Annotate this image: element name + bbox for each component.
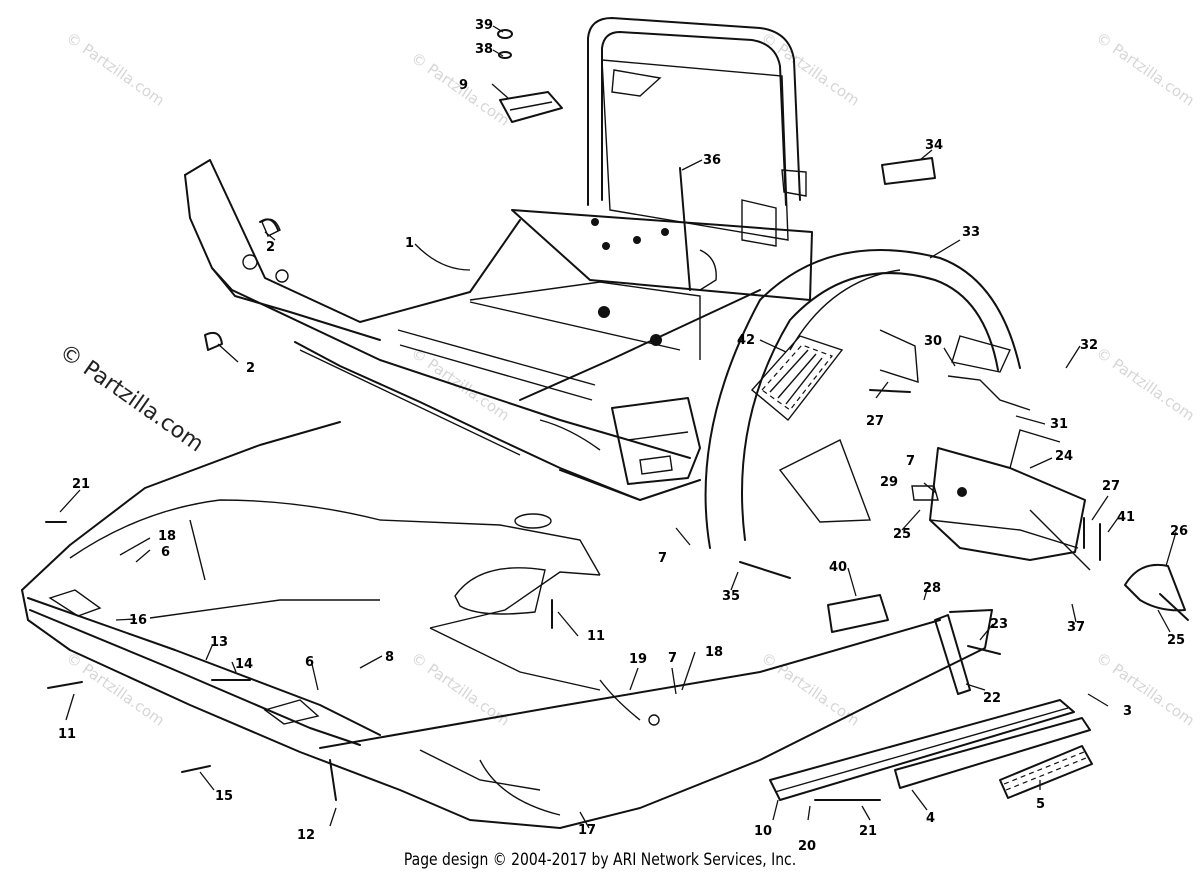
tunnel-frame-drawing	[184, 17, 813, 501]
watermark-layer: © Partzilla.com © Partzilla.com © Partzi…	[63, 29, 1198, 730]
callout-9: 9	[459, 78, 468, 93]
callout-40: 40	[829, 560, 847, 575]
callout-14: 14	[235, 657, 253, 672]
callout-31: 31	[1050, 417, 1068, 432]
callout-16: 16	[129, 613, 147, 628]
callout-37: 37	[1067, 620, 1085, 635]
watermark-text: © Partzilla.com	[1093, 344, 1198, 425]
front-hoop-drawing	[704, 249, 1021, 549]
callout-7: 7	[668, 651, 677, 666]
callout-18: 18	[705, 645, 723, 660]
callout-20: 20	[798, 839, 816, 854]
callout-32: 32	[1080, 338, 1098, 353]
callout-28: 28	[923, 581, 941, 596]
belly-pan-drawing	[21, 421, 993, 829]
copyright-footer: Page design © 2004-2017 by ARI Network S…	[403, 850, 797, 870]
watermark-text: © Partzilla.com	[63, 29, 168, 110]
callout-13: 13	[210, 635, 228, 650]
small-parts-drawing	[204, 29, 936, 351]
callout-30: 30	[924, 334, 942, 349]
callout-21: 21	[859, 824, 877, 839]
callout-3: 3	[1123, 704, 1132, 719]
callout-10: 10	[754, 824, 772, 839]
callout-5: 5	[1036, 797, 1045, 812]
callout-25: 25	[893, 527, 911, 542]
callout-42: 42	[737, 333, 755, 348]
callout-1: 1	[405, 236, 414, 251]
callout-17: 17	[578, 823, 596, 838]
callout-6: 6	[161, 545, 170, 560]
callout-25: 25	[1167, 633, 1185, 648]
callout-26: 26	[1170, 524, 1188, 539]
callout-18: 18	[158, 529, 176, 544]
callout-35: 35	[722, 589, 740, 604]
bracket-assembly-drawing	[911, 335, 1186, 612]
callout-21: 21	[72, 477, 90, 492]
callout-8: 8	[385, 650, 394, 665]
watermark-text: © Partzilla.com	[408, 344, 513, 425]
callout-27: 27	[866, 414, 884, 429]
callout-11: 11	[587, 629, 605, 644]
callout-33: 33	[962, 225, 980, 240]
callout-7: 7	[906, 454, 915, 469]
callout-7: 7	[658, 551, 667, 566]
callout-23: 23	[990, 617, 1008, 632]
callout-labels: 1 2 2 3 4 5 6 6 7 7 7 8 9 10 11 11 12 13…	[58, 18, 1188, 854]
callout-19: 19	[629, 652, 647, 667]
callout-22: 22	[983, 691, 1001, 706]
callout-4: 4	[926, 811, 935, 826]
watermark-text: © Partzilla.com	[758, 29, 863, 110]
watermark-text: © Partzilla.com	[1093, 649, 1198, 730]
callout-11: 11	[58, 727, 76, 742]
callout-15: 15	[215, 789, 233, 804]
callout-34: 34	[925, 138, 943, 153]
callout-39: 39	[475, 18, 493, 33]
callout-2: 2	[246, 361, 255, 376]
leader-lines	[45, 25, 1189, 829]
callout-2: 2	[266, 240, 275, 255]
callout-24: 24	[1055, 449, 1073, 464]
callout-12: 12	[297, 828, 315, 843]
watermark-text: © Partzilla.com	[1093, 29, 1198, 110]
callout-41: 41	[1117, 510, 1135, 525]
callout-36: 36	[703, 153, 721, 168]
callout-6: 6	[305, 655, 314, 670]
watermark-main: © Partzilla.com	[55, 339, 208, 457]
running-board-drawing	[769, 594, 1093, 801]
callout-27: 27	[1102, 479, 1120, 494]
callout-29: 29	[880, 475, 898, 490]
callout-38: 38	[475, 42, 493, 57]
